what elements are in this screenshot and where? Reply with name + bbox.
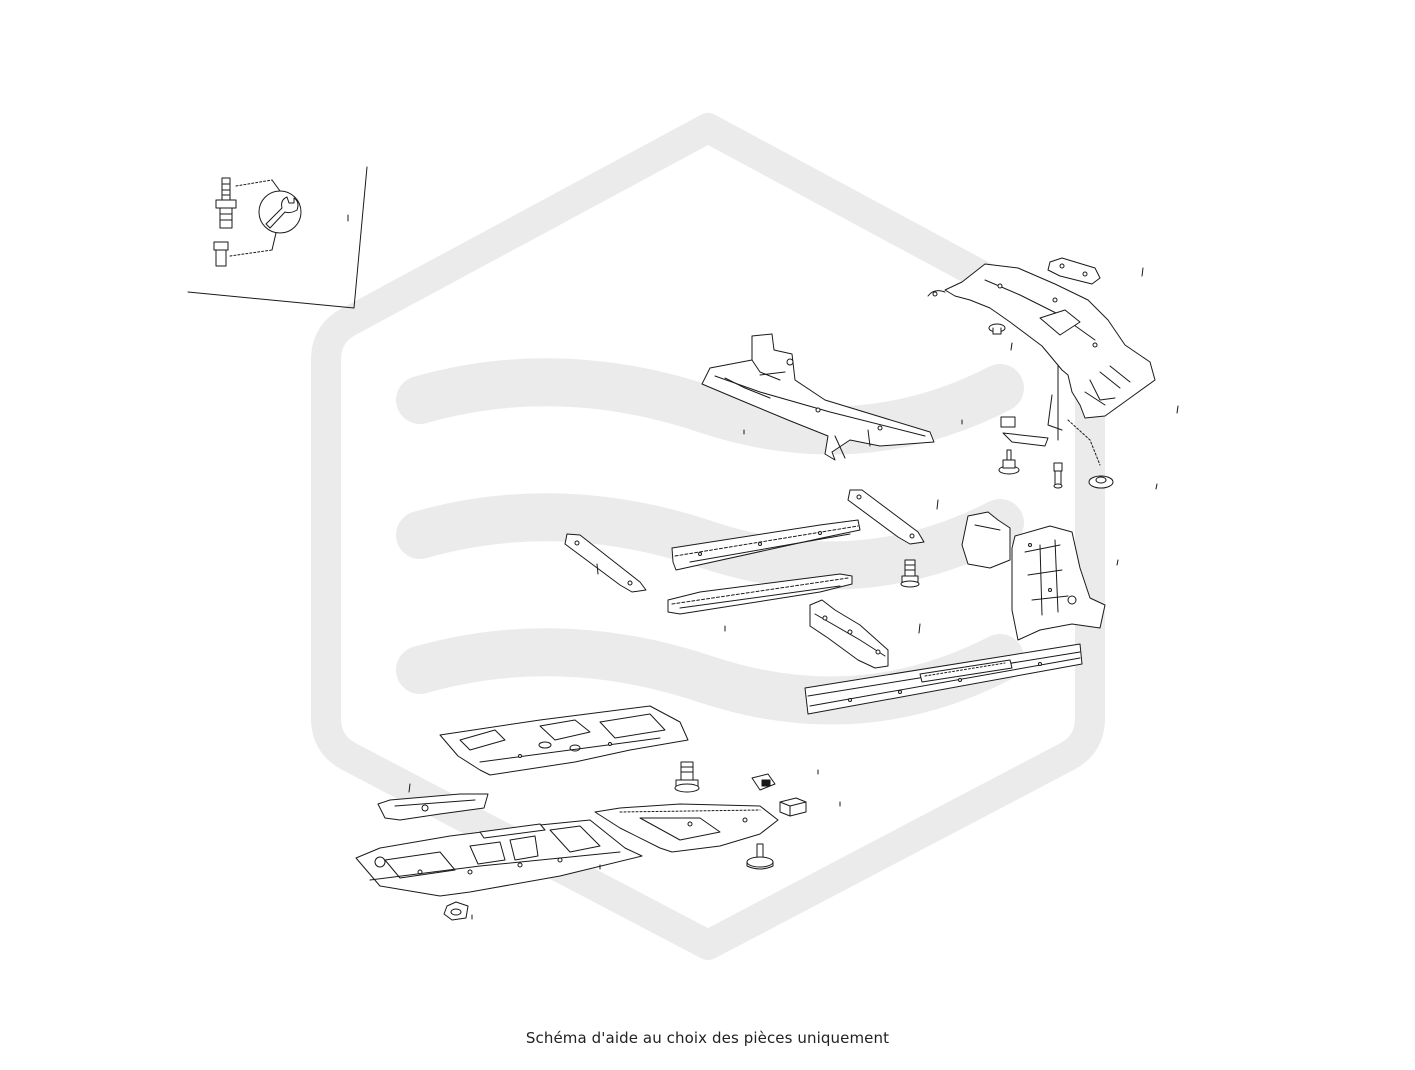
side-sill-rail[interactable] [805, 644, 1082, 714]
shield-screw[interactable] [999, 417, 1048, 474]
legend-box[interactable] [188, 167, 367, 308]
caption: Schéma d'aide au choix des pièces unique… [525, 1029, 890, 1047]
floor-cover-panel[interactable] [595, 769, 841, 852]
shield-bolt[interactable] [1054, 463, 1062, 488]
center-floor-panel[interactable] [440, 706, 688, 775]
mounting-bracket-left[interactable] [565, 534, 646, 592]
rear-floor-panel[interactable] [356, 820, 642, 920]
shield-clip[interactable] [989, 324, 1005, 334]
seat-rail-upper[interactable] [672, 520, 860, 570]
flange-screw[interactable] [747, 844, 773, 869]
shield-nut[interactable] [1089, 476, 1158, 490]
front-side-panel[interactable] [962, 512, 1119, 640]
rear-tunnel-crossmember[interactable] [702, 334, 963, 460]
sill-bracket[interactable] [378, 783, 488, 820]
wheel-nut[interactable] [444, 902, 468, 920]
seat-rail-lower[interactable] [668, 574, 852, 632]
flange-bolt[interactable] [901, 560, 919, 587]
side-reinforcement-bracket[interactable] [810, 600, 921, 668]
shield-pad[interactable] [1048, 258, 1100, 284]
hex-bolt[interactable] [675, 762, 699, 792]
foam-block[interactable] [780, 798, 806, 817]
bolt-nut-wrench-icon [214, 178, 301, 266]
clip-nut[interactable] [752, 774, 775, 790]
mounting-bracket-right[interactable] [848, 490, 939, 544]
front-underbody-shield[interactable] [928, 264, 1179, 465]
